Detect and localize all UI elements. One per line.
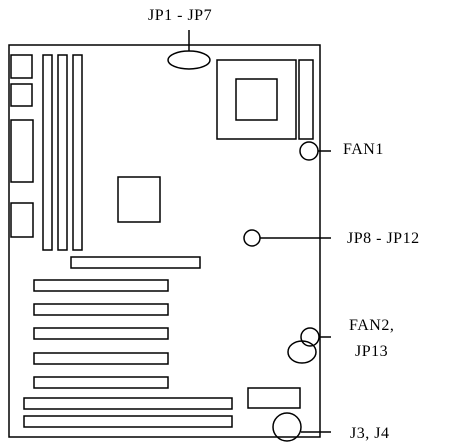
memory-slot [42,54,53,251]
fan2-jp13-secondary-marker [287,340,317,364]
board-outline [8,44,321,438]
isa-slot [23,397,233,410]
pci-slot [33,303,169,316]
j3-j4-marker [272,412,302,442]
jumper-jp1-jp7-marker [167,50,211,70]
cpu-lever [298,59,314,140]
back-panel-connector [10,202,34,238]
jumper-jp8-jp12-marker [243,229,261,247]
back-panel-connector [10,119,34,183]
label-fan1: FAN1 [343,141,384,158]
cpu-socket-inner [235,78,278,121]
pci-slot [33,327,169,340]
pci-slot [33,376,169,389]
back-panel-connector [10,83,33,107]
back-panel-connector [10,54,33,79]
label-j3-j4: J3, J4 [350,425,390,442]
isa-slot [23,415,233,428]
memory-slot [57,54,68,251]
pci-slot [33,279,169,292]
chipset [117,176,161,223]
component-block [247,387,301,409]
label-jp1-jp7: JP1 - JP7 [148,7,213,24]
pci-slot [33,352,169,365]
agp-slot [70,256,201,269]
label-fan2: FAN2, [349,317,395,334]
cpu-socket-outer [216,59,297,140]
memory-slot [72,54,83,251]
label-jp13: JP13 [355,343,389,360]
label-jp8-jp12: JP8 - JP12 [347,230,420,247]
fan1-marker [299,141,319,161]
